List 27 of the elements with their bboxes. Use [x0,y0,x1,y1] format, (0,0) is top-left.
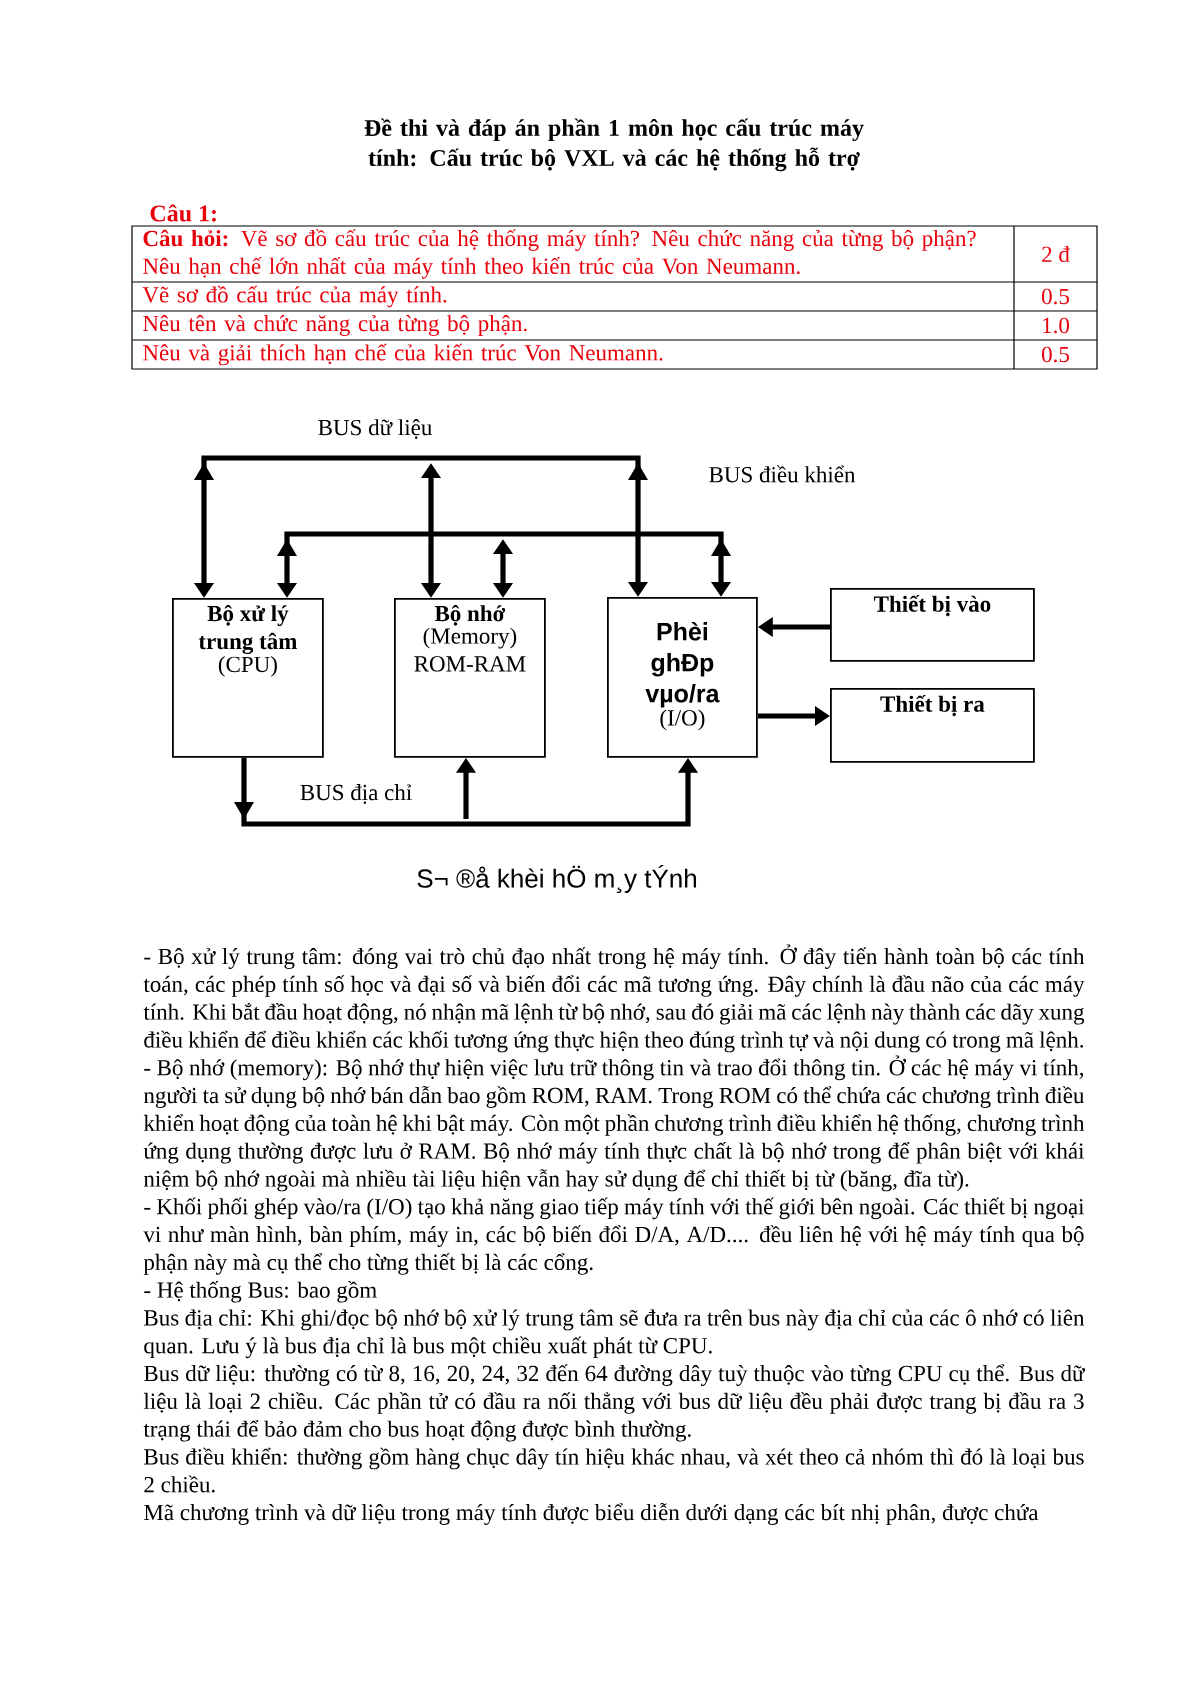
paragraph: - Bộ nhớ (memory): Bộ nhớ thự hiện việc lưu trữ thông tin và trao đổi thông tin. Ở các hệ máy vi tính, người ta sử dụng bộ nhớ bán dẫn bao gồm ROM, RAM. Trong ROM có thể chứa các chương trình điều khiển hoạt động của toàn hệ khi bật máy. Còn một phần chương trình điều khiển hệ thống, chương trình ứng dụng thường được lưu ở RAM. Bộ nhớ máy tính thực chất là bộ nhớ trong để phân biệt với khái niệm bộ nhớ ngoài mà nhiều tài liệu hiện vẫn hay sử dụng để chỉ thiết bị từ (băng, đĩa từ). [143,1055,1085,1192]
paragraph: - Hệ thống Bus: bao gồm [144,1280,377,1303]
table-cell: Câu hỏi: Vẽ sơ đồ cấu trúc của hệ thống máy tính? Nêu chức năng của từng bộ phận? Nêu hạn chế lớn nhất của máy tính theo kiến trúc của Von Neumann. [143,229,976,279]
device-box: Thiết bị ra [830,688,1035,763]
edge-label: BUS điều khiển [709,465,856,483]
table-cell: 0.5 [1042,288,1069,305]
block-box: Bộ xử lý trung tâm (CPU) [172,598,324,758]
paragraph: Bus địa chỉ: Khi ghi/đọc bộ nhớ bộ xử lý trung tâm sẽ đưa ra trên bus này địa chỉ của các ô nhớ có liên quan. Lưu ý là bus địa chỉ là bus một chiều xuất phát từ CPU. [144,1309,1085,1359]
paragraph: - Khối phối ghép vào/ra (I/O) tạo khả năng giao tiếp máy tính với thế giới bên ngoài. Các thiết bị ngoại vi như màn hình, bàn phím, máy in, các bộ biến đổi D/A, A/D.... đều liên hệ với hệ máy tính qua bộ phận này mà cụ thể cho từng thiết bị là các cổng. [143,1197,1085,1275]
paragraph: Bus dữ liệu: thường có từ 8, 16, 20, 24, 32 đến 64 đường dây tuỳ thuộc vào từng CPU cụ thể. Bus dữ liệu là loại 2 chiều. Các phần tử có đầu ra nối thẳng với bus dữ liệu đều phải được trang bị đầu ra 3 trạng thái để bảo đảm cho bus hoạt động được bình thường. [143,1364,1086,1442]
question-label: Câu 1: [150,204,216,222]
table-cell: Nêu và giải thích hạn chế của kiến trúc Von Neumann. [143,343,663,366]
paragraph: Bus điều khiển: thường gồm hàng chục dây tín hiệu khác nhau, và xét theo cả nhóm thì đó là loại bus 2 chiều. [144,1447,1084,1493]
edge-label: BUS dữ liệu [318,419,432,439]
paragraph: - Bộ xử lý trung tâm: đóng vai trò chủ đạo nhất trong hệ máy tính. Ở đây tiến hành toàn bộ các tính toán, các phép tính số học và đại số và biến đổi các mã tương ứng. Đây chính là đầu não của các máy tính. Khi bắt đầu hoạt động, nó nhận mã lệnh từ bộ nhớ, sau đó giải mã các lệnh này thành các dãy xung điều khiển để điều khiển các khối tương ứng thực hiện theo đúng trình tự và nội dung có trong mã lệnh. [143,944,1085,1053]
table-cell: Nêu tên và chức năng của từng bộ phận. [143,315,527,336]
caption: S¬ ®å khèi hÖ m¸y tÝnh [417,864,696,894]
heading: Đề thi và đáp án phần 1 môn học cấu trúc máy tính: Cấu trúc bộ VXL và các hệ thống hỗ trợ [364,118,864,172]
block-box: Phèi ghÐp vµo/ra (I/O) [607,597,758,758]
table-cell: Vẽ sơ đồ cấu trúc của máy tính. [142,285,447,308]
block-box: Bộ nhớ (Memory) ROM-RAM [394,598,546,758]
table-cell: 2 đ [1042,245,1070,263]
table-cell: 1.0 [1043,317,1069,334]
paragraph: Mã chương trình và dữ liệu trong máy tính được biểu diễn dưới dạng các bít nhị phân, được chứa [144,1502,1039,1525]
edge-label: BUS địa chỉ [300,784,412,804]
device-box: Thiết bị vào [830,588,1035,662]
table-cell: 0.5 [1042,346,1069,363]
